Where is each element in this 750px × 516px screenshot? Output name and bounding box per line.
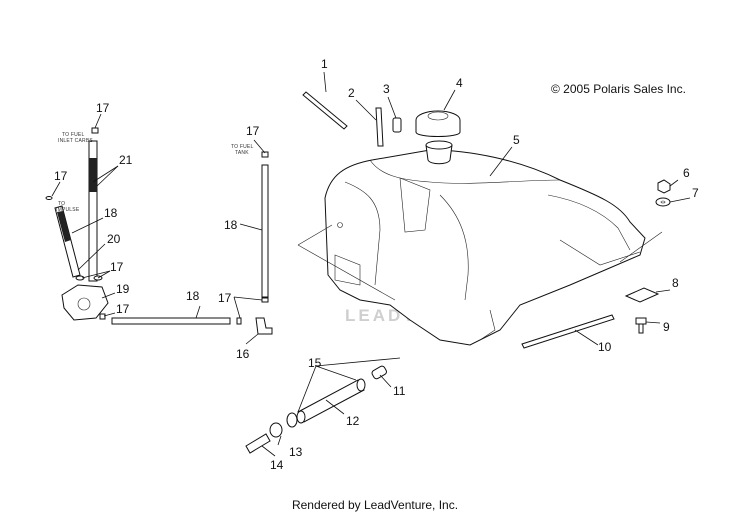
callout-18-bottom: 18 <box>186 289 200 303</box>
callout-8: 8 <box>672 276 679 290</box>
callout-17-petcock: 17 <box>110 260 124 274</box>
footer-credit: Rendered by LeadVenture, Inc. <box>291 498 459 512</box>
callout-4: 4 <box>456 76 463 90</box>
note-to-fuel-inlet-1: TO FUEL <box>62 132 84 138</box>
fuel-hose-horizontal <box>111 317 231 325</box>
nut-part <box>657 179 671 194</box>
callout-21: 21 <box>119 153 133 167</box>
callout-18-mid: 18 <box>224 218 238 232</box>
vent-tube-part <box>375 107 384 147</box>
callout-18-left: 18 <box>104 206 118 220</box>
callout-17-left: 17 <box>54 169 68 183</box>
note-to-fuel-inlet-2: INLET CARBS <box>58 138 93 144</box>
pad-part <box>624 287 660 303</box>
callout-16: 16 <box>236 347 250 361</box>
callout-5: 5 <box>513 133 520 147</box>
strap-part <box>302 91 348 130</box>
note-to-impulse-1: TO <box>58 201 65 207</box>
washer-part <box>655 197 671 207</box>
fuel-hose-vertical <box>261 164 269 298</box>
callout-17-top-left: 17 <box>96 101 110 115</box>
callout-11: 11 <box>393 384 406 398</box>
copyright-notice: © 2005 Polaris Sales Inc. <box>551 82 686 96</box>
callout-14: 14 <box>270 458 284 472</box>
note-to-impulse-2: IMPULSE <box>56 207 80 213</box>
callout-15: 15 <box>308 356 322 370</box>
callout-10: 10 <box>598 340 612 354</box>
fuel-tank-part <box>297 149 663 346</box>
callout-13: 13 <box>289 445 303 459</box>
callout-9: 9 <box>663 320 670 334</box>
bolt-part <box>635 317 647 334</box>
callout-17-mid: 17 <box>218 291 232 305</box>
hose-assembly-part <box>245 365 387 454</box>
elbow-fitting-part <box>255 317 273 335</box>
callout-17-top-mid: 17 <box>246 124 260 138</box>
callout-1: 1 <box>321 57 328 71</box>
callout-19: 19 <box>116 282 130 296</box>
callout-17-bottom-left: 17 <box>116 302 130 316</box>
callout-2: 2 <box>348 86 355 100</box>
callout-7: 7 <box>692 186 699 200</box>
note-to-fuel-tank-2: TANK <box>235 150 249 156</box>
callout-3: 3 <box>383 82 390 96</box>
callout-20: 20 <box>107 232 121 246</box>
note-to-fuel-tank-1: TO FUEL <box>231 144 253 150</box>
callout-12: 12 <box>346 414 360 428</box>
leader-lines <box>51 71 691 457</box>
callout-6: 6 <box>683 166 690 180</box>
fuel-cap-part <box>415 110 461 165</box>
vent-fitting-part <box>392 117 402 133</box>
petcock-assembly-part <box>45 127 109 321</box>
foam-strip-part <box>521 314 615 349</box>
